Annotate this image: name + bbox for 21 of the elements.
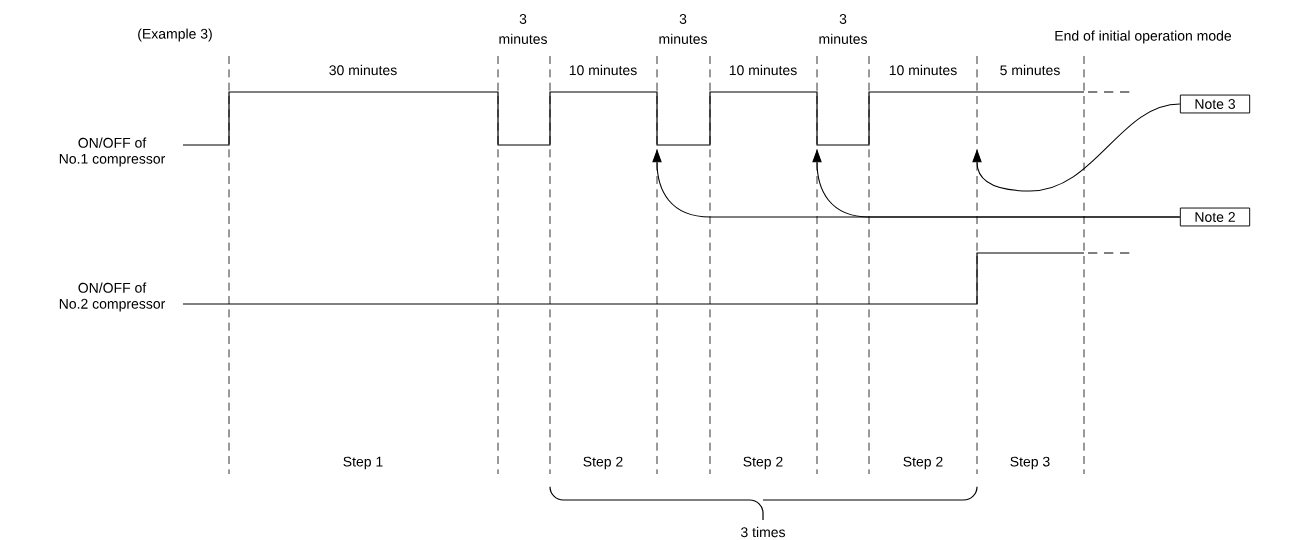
duration-label: 3 minutes bbox=[659, 14, 707, 44]
leader-line bbox=[972, 103, 1181, 192]
note-box: Note 2 bbox=[1179, 207, 1251, 227]
signal-label: ON/OFF of No.1 compressor bbox=[59, 137, 166, 167]
diagram-label: End of initial operation mode bbox=[1055, 30, 1232, 44]
signal-label: ON/OFF of No.2 compressor bbox=[59, 282, 166, 312]
step-label: Step 1 bbox=[343, 456, 383, 470]
duration-label: 3 minutes bbox=[819, 14, 867, 44]
note-box: Note 3 bbox=[1179, 94, 1251, 114]
duration-label: 30 minutes bbox=[329, 64, 397, 76]
step-label: Step 3 bbox=[1010, 456, 1050, 470]
diagram-label: (Example 3) bbox=[138, 28, 212, 42]
duration-label: 3 minutes bbox=[499, 14, 547, 44]
step-label: Step 2 bbox=[743, 456, 783, 470]
repeat-label: 3 times bbox=[740, 526, 786, 538]
duration-label: 10 minutes bbox=[729, 64, 797, 76]
duration-label: 5 minutes bbox=[1000, 64, 1060, 76]
duration-label: 10 minutes bbox=[889, 64, 957, 76]
duration-label: 10 minutes bbox=[569, 64, 637, 76]
step-label: Step 2 bbox=[583, 456, 623, 470]
step-label: Step 2 bbox=[903, 456, 943, 470]
